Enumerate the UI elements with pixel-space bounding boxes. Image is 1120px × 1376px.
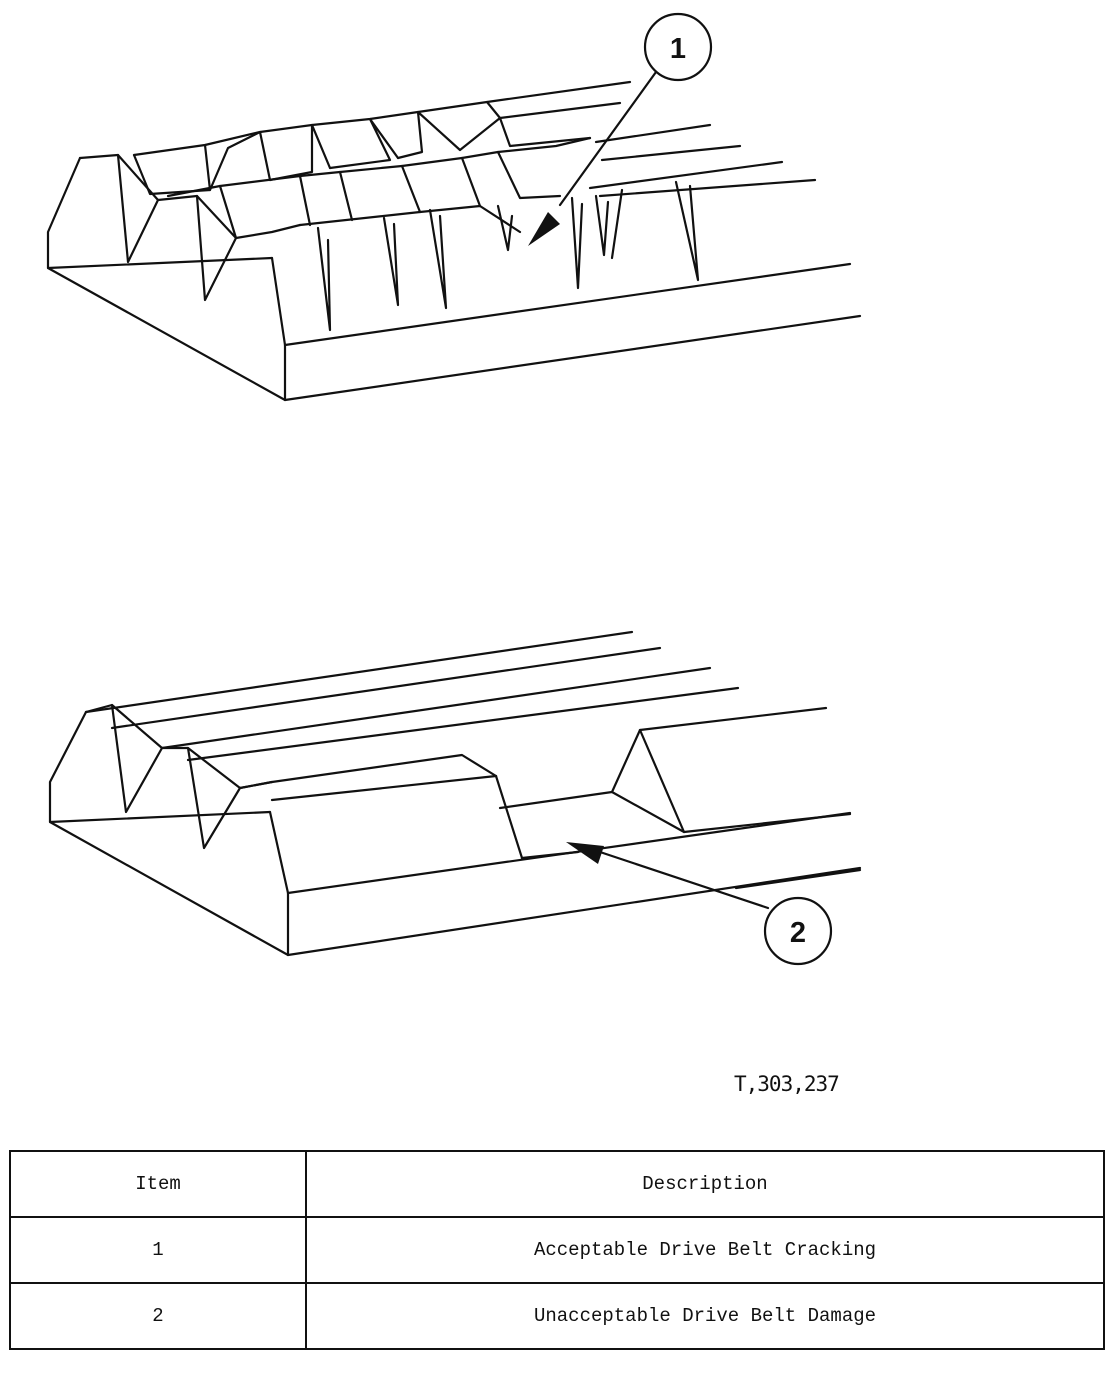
svg-text:2: 2 (790, 917, 806, 949)
description-column-header: Description (305, 1150, 1105, 1218)
item-description: Unacceptable Drive Belt Damage (305, 1282, 1105, 1350)
item-column-header: Item (9, 1150, 307, 1218)
table-row: 2 Unacceptable Drive Belt Damage (9, 1282, 1105, 1350)
item-number: 2 (9, 1282, 307, 1350)
cracked-belt-drawing (46, 70, 862, 402)
table-header-row: Item Description (9, 1150, 1105, 1218)
svg-text:1: 1 (670, 33, 686, 65)
callout-1: 1 (643, 12, 713, 82)
callout-2: 2 (763, 896, 833, 966)
drive-belt-illustration: 1 2 (46, 12, 862, 966)
figure-reference-number: T,303,237 (734, 1072, 840, 1096)
legend-table: Item Description 1 Acceptable Drive Belt… (9, 1150, 1105, 1350)
item-number: 1 (9, 1216, 307, 1284)
damaged-belt-drawing (48, 630, 862, 957)
table-row: 1 Acceptable Drive Belt Cracking (9, 1216, 1105, 1284)
item-description: Acceptable Drive Belt Cracking (305, 1216, 1105, 1284)
